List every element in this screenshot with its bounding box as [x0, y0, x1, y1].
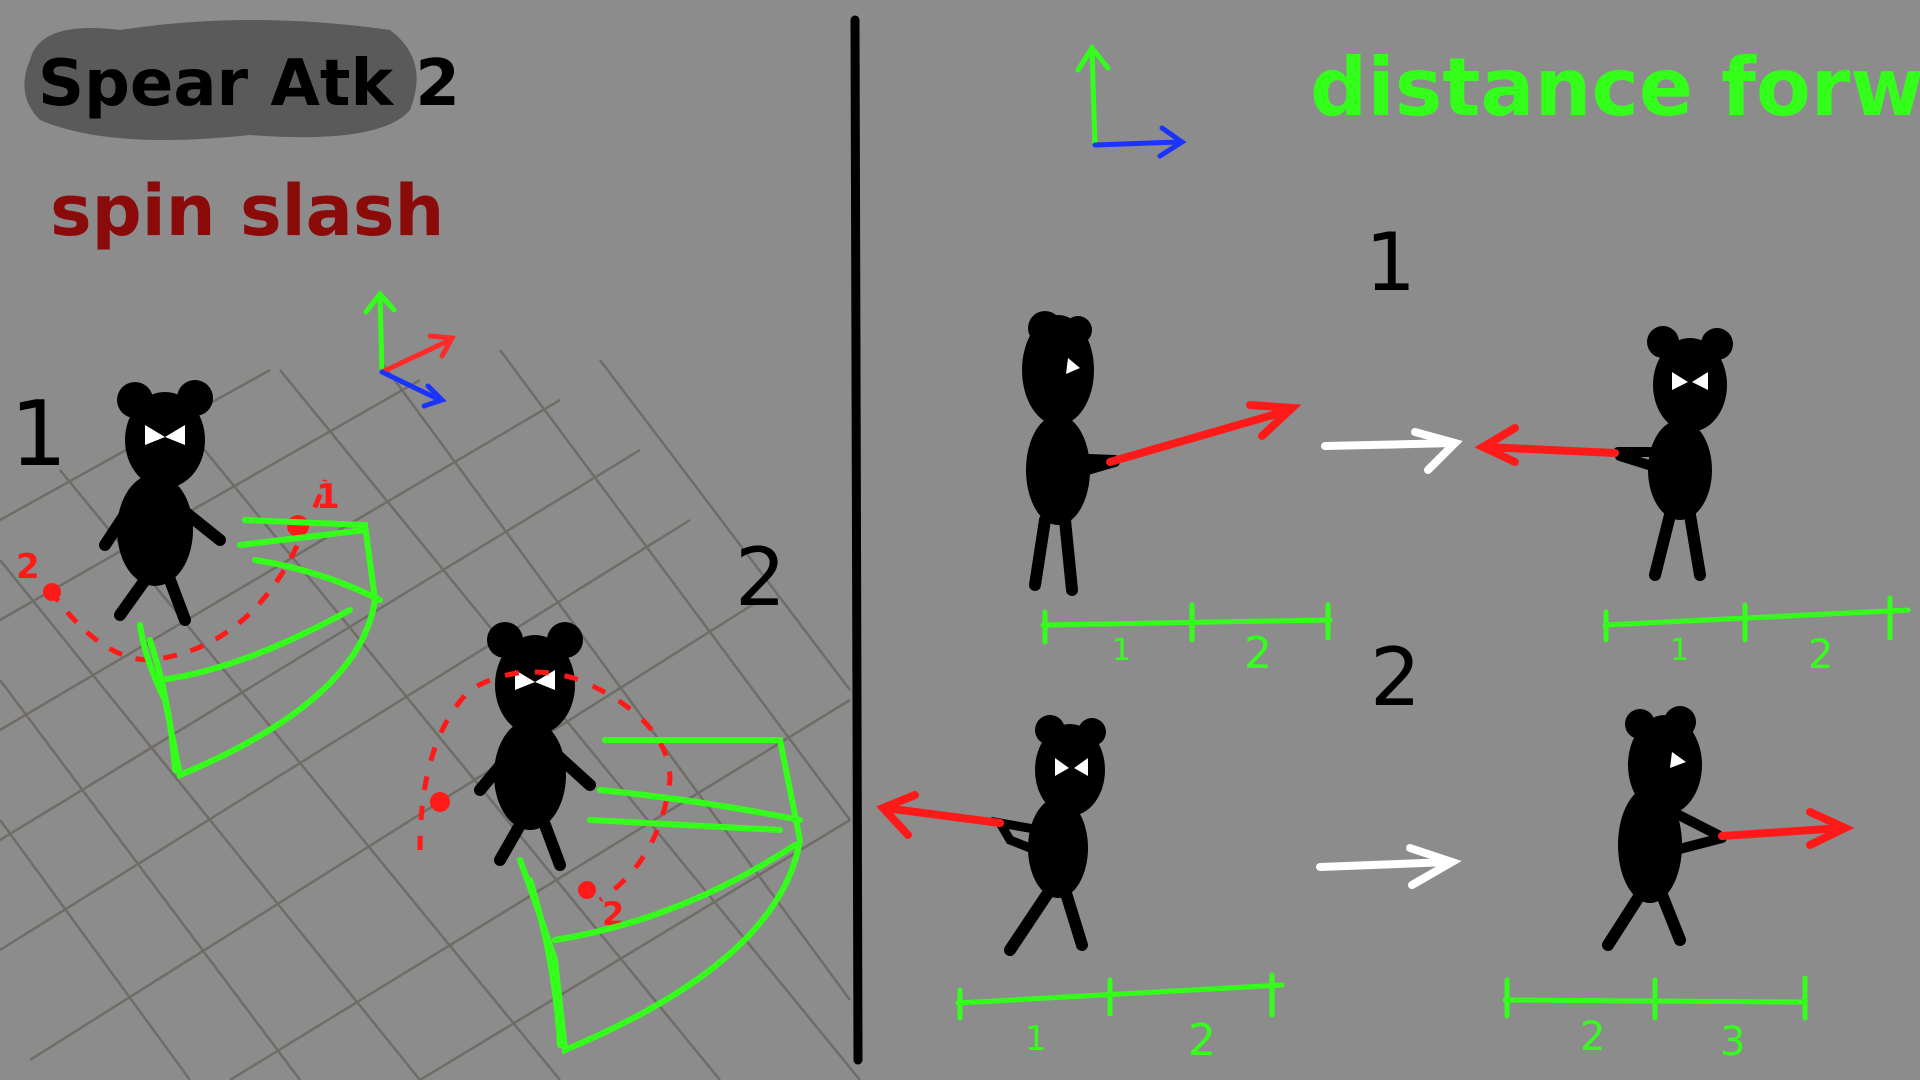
distance-ruler-3	[955, 972, 1285, 1021]
row1-figure-start	[1022, 311, 1120, 596]
row2-figure-start	[991, 715, 1106, 956]
distance-ruler-1	[1040, 602, 1333, 645]
step2-label: 2	[735, 531, 786, 624]
title-block: Spear Atk 2 spin slash	[24, 20, 460, 252]
character-figure-1	[99, 380, 226, 626]
axis-gizmo-2d-icon	[1075, 43, 1187, 159]
row2-figure-end	[1602, 706, 1727, 951]
row1-spear-back	[1474, 424, 1619, 466]
row2-label: 2	[1370, 631, 1421, 724]
ruler3-tick-1: 1	[1025, 1019, 1047, 1059]
row2-spear-forward	[1718, 808, 1855, 849]
arc1-marker-1: 1	[316, 477, 340, 517]
arc1-marker-2: 2	[16, 547, 40, 587]
row2-spear-back	[876, 791, 1004, 839]
row2-transition-arrow-icon	[1316, 844, 1462, 889]
right-panel: distance forward 1 2	[876, 41, 1920, 1066]
distance-ruler-4	[1502, 975, 1808, 1021]
ruler1-tick-2: 2	[1244, 628, 1272, 679]
right-header: distance forward	[1310, 41, 1920, 134]
axis-gizmo-3d-icon	[363, 290, 457, 409]
left-panel: Spear Atk 2 spin slash 1 2	[0, 20, 861, 1080]
panel-divider	[850, 15, 863, 1065]
ruler3-tick-2: 2	[1188, 1015, 1216, 1066]
swing-trail-1	[137, 517, 383, 780]
title-smudge	[24, 20, 417, 140]
swing-trail-2	[517, 737, 804, 1055]
ruler4-tick-2: 3	[1720, 1019, 1745, 1065]
slash-arc-1	[47, 479, 328, 663]
row1-spear-forward	[1106, 401, 1302, 466]
row1-transition-arrow-icon	[1321, 428, 1463, 474]
ruler2-tick-1: 1	[1670, 633, 1689, 668]
ruler1-tick-1: 1	[1112, 633, 1131, 668]
step1-label: 1	[10, 382, 67, 487]
character-figure-2	[474, 622, 596, 871]
page-title: Spear Atk 2	[38, 47, 460, 121]
row1-figure-end	[1613, 326, 1733, 581]
ruler4-tick-1: 2	[1580, 1014, 1605, 1060]
distance-ruler-2	[1602, 595, 1911, 643]
ruler2-tick-2: 2	[1808, 632, 1833, 678]
subtitle: spin slash	[50, 170, 444, 252]
row1-label: 1	[1365, 216, 1416, 309]
